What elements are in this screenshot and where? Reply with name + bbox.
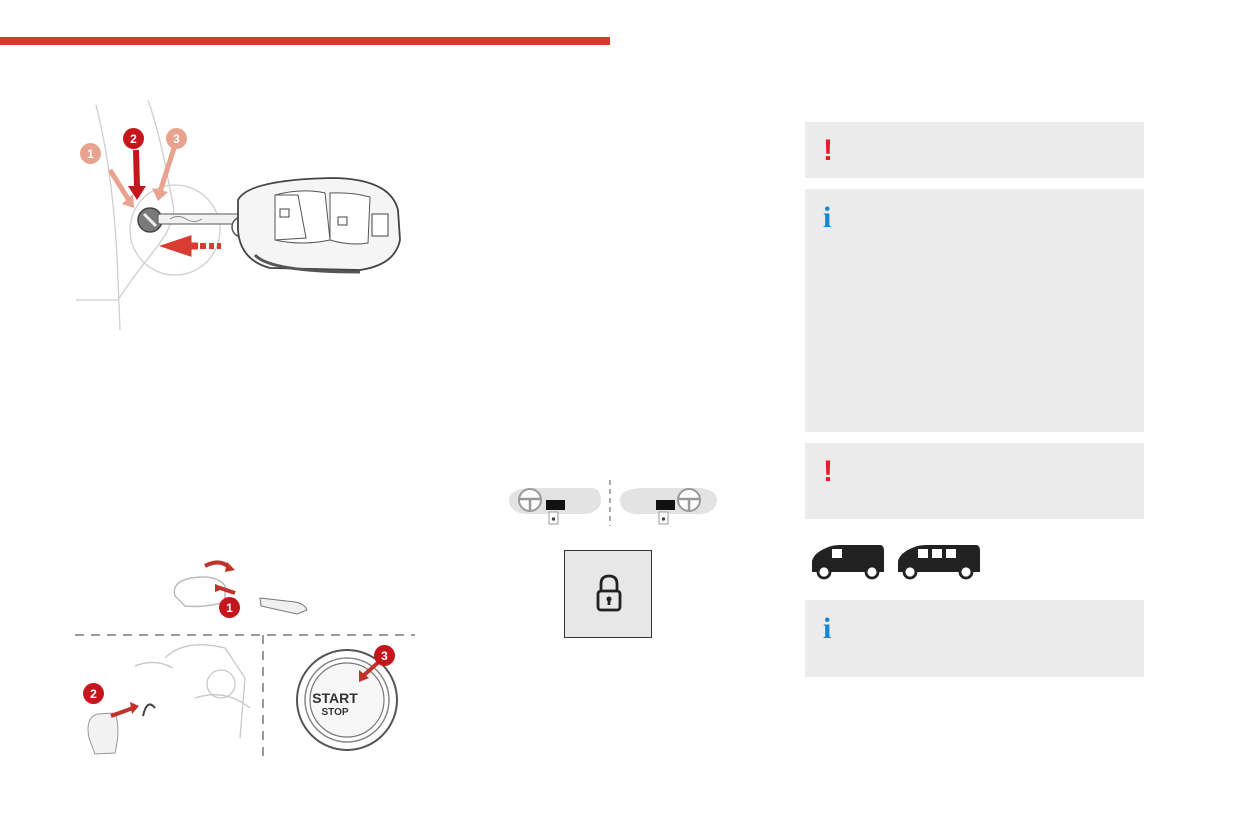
info-icon: i bbox=[823, 612, 832, 645]
padlock-icon bbox=[596, 574, 622, 612]
stop-button-label: STOP bbox=[321, 707, 348, 718]
start-step-marker-1: 1 bbox=[219, 597, 240, 618]
warning-note-2: ! bbox=[805, 443, 1144, 519]
warning-note-1: ! bbox=[805, 122, 1144, 178]
van-variants-icon bbox=[812, 545, 980, 580]
start-step-marker-3: 3 bbox=[374, 645, 395, 666]
info-icon: i bbox=[823, 201, 832, 234]
dashboard-position-icons bbox=[509, 480, 717, 526]
section-header-bar bbox=[0, 37, 610, 45]
start-button-label: START bbox=[312, 690, 358, 706]
step-marker-2: 2 bbox=[123, 128, 144, 149]
warning-icon: ! bbox=[823, 455, 833, 488]
key-ignition-illustration bbox=[76, 100, 401, 331]
step-marker-1: 1 bbox=[80, 143, 101, 164]
keyless-start-illustration: START STOP bbox=[75, 560, 415, 756]
step-marker-3: 3 bbox=[166, 128, 187, 149]
info-note-2: i bbox=[805, 600, 1144, 677]
start-step-marker-2: 2 bbox=[83, 683, 104, 704]
lock-button[interactable] bbox=[564, 550, 652, 638]
warning-icon: ! bbox=[823, 134, 833, 167]
info-note-1: i bbox=[805, 189, 1144, 432]
